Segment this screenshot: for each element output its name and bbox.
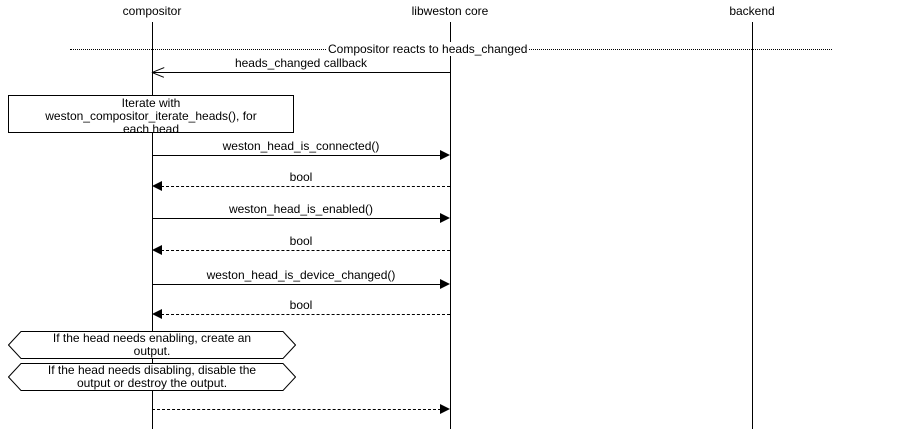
message-line-1 (152, 155, 441, 156)
lifeline-backend (752, 22, 753, 429)
condition-box-0-line2: output. (133, 344, 171, 358)
message-label-3: weston_head_is_enabled() (228, 202, 374, 216)
message-label-1: weston_head_is_connected() (222, 139, 380, 153)
divider-label: Compositor reacts to heads_changed (326, 42, 530, 56)
note-box-line1: Iterate with (121, 96, 181, 110)
message-label-2: bool (289, 170, 313, 184)
note-box-line2: weston_compositor_iterate_heads(), for (45, 109, 257, 123)
condition-box-0-line1: If the head needs enabling, create an (52, 331, 252, 345)
condition-box-1: If the head needs disabling, disable the… (8, 363, 296, 391)
message-line-5 (152, 284, 441, 285)
message-label-0: heads_changed callback (234, 56, 368, 70)
arrowhead-4 (152, 245, 162, 255)
message-label-6: bool (289, 298, 313, 312)
condition-box-text-1: If the head needs disabling, disable the… (8, 364, 296, 390)
message-label-5: weston_head_is_device_changed() (206, 268, 396, 282)
message-line-7 (152, 409, 441, 410)
arrowhead-5 (440, 279, 450, 289)
participant-label-backend: backend (729, 4, 775, 18)
condition-box-outline (8, 363, 296, 391)
message-line-0 (152, 72, 450, 73)
arrowhead-0 (151, 66, 165, 78)
message-line-3 (152, 218, 441, 219)
participant-label-compositor: compositor (122, 4, 182, 18)
note-box-line3: each head (122, 122, 180, 136)
message-line-4 (161, 250, 450, 251)
lifeline-libweston-core (450, 22, 451, 429)
message-line-6 (161, 314, 450, 315)
arrowhead-6 (152, 309, 162, 319)
message-label-4: bool (289, 234, 313, 248)
arrowhead-2 (152, 181, 162, 191)
lifeline-compositor (152, 22, 153, 429)
participant-label-libweston-core: libweston core (411, 4, 489, 18)
arrowhead-1 (440, 150, 450, 160)
condition-box-1-line1: If the head needs disabling, disable the (47, 363, 257, 377)
arrowhead-7 (440, 404, 450, 414)
condition-box-1-line2: output or destroy the output. (76, 376, 228, 390)
arrowhead-3 (440, 213, 450, 223)
message-line-2 (161, 186, 450, 187)
condition-box-outline (8, 331, 296, 359)
